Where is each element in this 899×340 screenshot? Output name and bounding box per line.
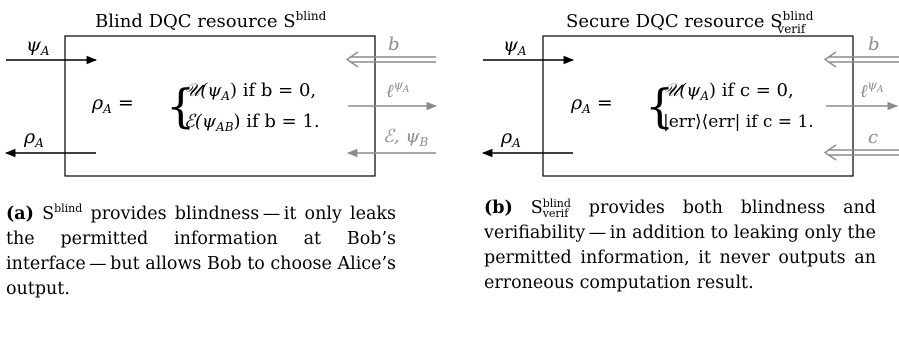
case1-a: 𝒰(ψA) if b = 0, <box>184 80 316 103</box>
brace-a: { <box>166 79 195 133</box>
label-leak-a: ℓψA <box>386 78 410 102</box>
brace-b: { <box>645 79 674 133</box>
arrow-b-head-a <box>345 51 359 68</box>
label-leak-b: ℓψA <box>860 78 884 102</box>
title-a: Blind DQC resource Sblind <box>95 9 327 32</box>
caption-a-label: (a) <box>6 203 34 224</box>
label-rho-out-b: ρA <box>500 126 521 150</box>
label-psi-in-b: ψA <box>503 34 527 58</box>
case1-b: 𝒰(ψA) if c = 0, <box>663 80 794 103</box>
label-c-b: c <box>868 127 878 148</box>
case2-b: |err⟩⟨err| if c = 1. <box>663 112 814 132</box>
arrow-b-head-b <box>823 51 837 68</box>
caption-a-text: provides blindness — it only leaks the p… <box>6 203 396 299</box>
case2-a: ℰ(ψAB) if b = 1. <box>184 111 320 134</box>
eq-lhs-a: ρA = <box>91 92 134 116</box>
label-b-b: b <box>868 34 880 55</box>
caption-a: (a) Sblind provides blindness — it only … <box>6 196 396 302</box>
caption-b-label: (b) <box>484 198 513 218</box>
caption-a-symbol: Sblind <box>42 202 83 224</box>
panel-a: Blind DQC resource Sblind ψA ρA ρA = { 𝒰… <box>4 9 438 177</box>
label-psi-in-a: ψA <box>26 34 50 58</box>
label-e-psi-a: ℰ, ψB <box>383 126 428 149</box>
label-b-a: b <box>388 34 400 55</box>
label-rho-out-a: ρA <box>23 126 44 150</box>
caption-b-text: provides both blindness and verifiabilit… <box>484 198 876 293</box>
arrow-c-head-b <box>823 144 837 161</box>
eq-lhs-b: ρA = <box>570 92 613 116</box>
